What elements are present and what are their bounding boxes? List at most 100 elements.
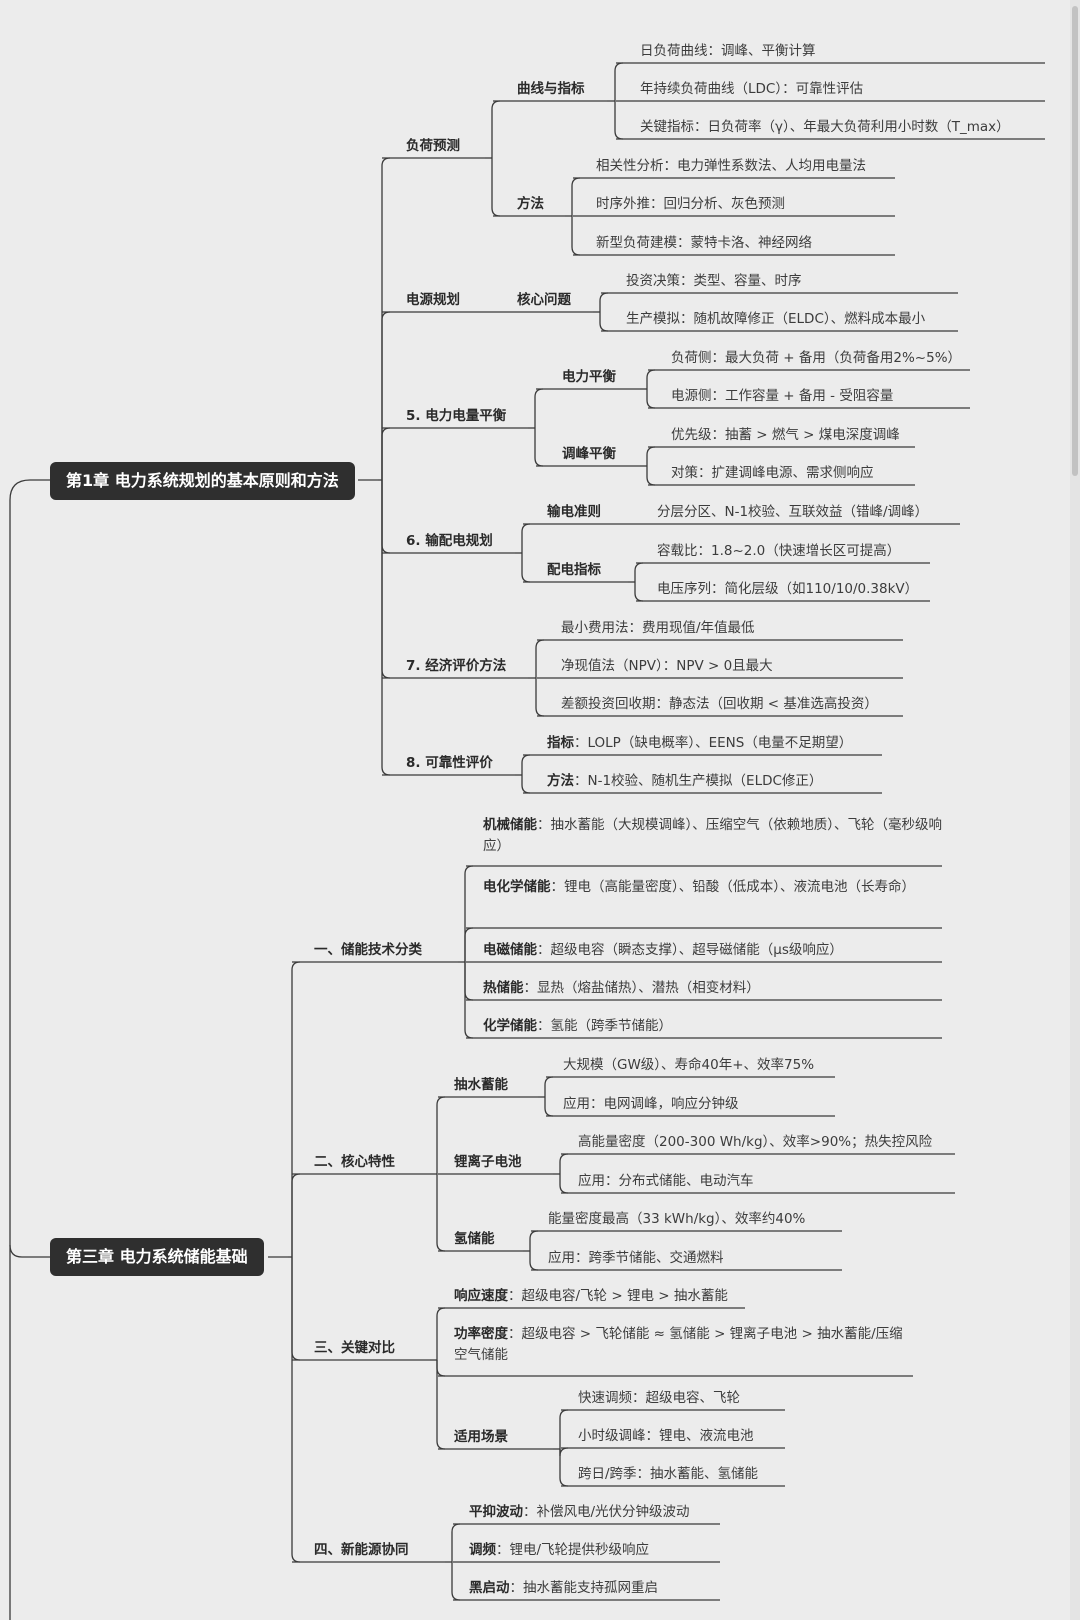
node-power-balance[interactable]: 电力平衡	[562, 369, 616, 385]
node-load-forecast[interactable]: 负荷预测	[406, 138, 460, 154]
node-peak-balance[interactable]: 调峰平衡	[562, 446, 616, 462]
leaf-key: 机械储能	[483, 817, 537, 833]
leaf-source-side: 电源侧：工作容量 + 备用 - 受阻容量	[671, 388, 894, 404]
leaf-value: 超级电容（瞬态支撑）、超导磁储能（μs级响应）	[550, 942, 843, 958]
connector-line	[291, 961, 301, 1257]
leaf-ldc: 年持续负荷曲线（LDC）：可靠性评估	[640, 81, 864, 97]
leaf-electromagnetic: 电磁储能：超级电容（瞬态支撑）、超导磁储能（μs级响应）	[483, 942, 843, 958]
connector-line	[381, 480, 391, 554]
leaf-pumped-hydro-1: 大规模（GW级）、寿命40年+、效率75%	[563, 1057, 815, 1073]
connector-line	[599, 312, 609, 332]
scrollbar-thumb[interactable]	[1072, 6, 1078, 476]
connector-line	[544, 1076, 554, 1097]
node-transmission[interactable]: 6. 输配电规划	[406, 533, 493, 549]
connector-line	[544, 1097, 554, 1117]
connector-line	[291, 1173, 301, 1257]
connector-line	[436, 1360, 446, 1450]
vertical-scrollbar[interactable]	[1070, 0, 1080, 1620]
leaf-key: 平抑波动	[469, 1504, 523, 1520]
connector-line	[464, 962, 474, 1039]
leaf-value: 补偿风电/光伏分钟级波动	[536, 1504, 690, 1520]
connector-line	[291, 1257, 301, 1361]
leaf-value: N-1校验、随机生产模拟（ELDC修正）	[587, 773, 823, 789]
leaf-value: 抽水蓄能（大规模调峰）、压缩空气（依赖地质）、飞轮（毫秒级响应）	[483, 817, 942, 854]
connector-line	[559, 1153, 569, 1174]
leaf-pumped-hydro-2: 应用：电网调峰，响应分钟级	[563, 1096, 739, 1112]
connector-line	[534, 388, 544, 428]
connector-line	[436, 1174, 446, 1252]
leaf-li-ion-2: 应用：分布式储能、电动汽车	[578, 1173, 754, 1189]
connector-line	[491, 100, 501, 158]
leaf-transmission-criteria: 分层分区、N-1校验、互联效益（错峰/调峰）	[657, 504, 929, 520]
chapter-1-root[interactable]: 第1章 电力系统规划的基本原则和方法	[50, 462, 355, 500]
leaf-daily-load-curve: 日负荷曲线：调峰、平衡计算	[640, 43, 816, 59]
leaf-thermal: 热储能：显热（熔盐储热）、潜热（相变材料）	[483, 980, 760, 996]
connector-line	[559, 1174, 569, 1194]
connector-line	[436, 1096, 446, 1174]
leaf-value: 超级电容/飞轮 > 锂电 > 抽水蓄能	[521, 1288, 728, 1304]
connector-line	[436, 1360, 446, 1377]
leaf-voltage-series: 电压序列：简化层级（如110/10/0.38kV）	[657, 581, 919, 597]
leaf-load-side: 负荷侧：最大负荷 + 备用（负荷备用2%~5%）	[671, 350, 962, 366]
connector-line	[599, 292, 609, 312]
leaf-key-indicators: 关键指标：日负荷率（γ）、年最大负荷利用小时数（T_max）	[640, 119, 1010, 135]
connector-line	[381, 157, 391, 480]
node-curves-indicators[interactable]: 曲线与指标	[517, 81, 585, 97]
connector-line	[521, 523, 531, 553]
node-li-ion[interactable]: 锂离子电池	[454, 1154, 522, 1170]
connector-line	[571, 177, 581, 216]
leaf-smoothing: 平抑波动：补偿风电/光伏分钟级波动	[469, 1504, 690, 1520]
connector-line	[646, 446, 656, 466]
connector-line	[464, 927, 474, 962]
leaf-npv: 净现值法（NPV）：NPV > 0且最大	[561, 658, 773, 674]
node-applicable-scenarios[interactable]: 适用场景	[454, 1429, 508, 1445]
leaf-value: 超级电容 > 飞轮储能 ≈ 氢储能 > 锂离子电池 > 抽水蓄能/压缩空气储能	[454, 1326, 903, 1363]
node-renewable-synergy[interactable]: 四、新能源协同	[314, 1542, 409, 1558]
connector-line	[381, 427, 391, 480]
leaf-capacity-ratio: 容载比：1.8~2.0（快速增长区可提高）	[657, 543, 901, 559]
leaf-key: 指标	[547, 735, 574, 751]
node-key-comparison[interactable]: 三、关键对比	[314, 1340, 395, 1356]
leaf-hydrogen-1: 能量密度最高（33 kWh/kg）、效率约40%	[548, 1211, 806, 1227]
node-pumped-hydro[interactable]: 抽水蓄能	[454, 1077, 508, 1093]
node-transmission-criteria[interactable]: 输电准则	[547, 504, 601, 520]
node-reliability[interactable]: 8. 可靠性评价	[406, 755, 493, 771]
connector-line	[521, 754, 531, 775]
leaf-value: LOLP（缺电概率）、EENS（电量不足期望）	[587, 735, 853, 751]
leaf-priority: 优先级：抽蓄 > 燃气 > 煤电深度调峰	[671, 427, 900, 443]
leaf-value: 氢能（跨季节储能）	[550, 1018, 673, 1034]
leaf-hourly-peak: 小时级调峰：锂电、液流电池	[578, 1428, 754, 1444]
leaf-fast-freq: 快速调频：超级电容、飞轮	[578, 1390, 740, 1406]
leaf-countermeasures: 对策：扩建调峰电源、需求侧响应	[671, 465, 874, 481]
leaf-hydrogen-2: 应用：跨季节储能、交通燃料	[548, 1250, 724, 1266]
leaf-reliability-indicators: 指标：LOLP（缺电概率）、EENS（电量不足期望）	[547, 735, 853, 751]
leaf-chemical: 化学储能：氢能（跨季节储能）	[483, 1018, 673, 1034]
node-methods[interactable]: 方法	[517, 196, 544, 212]
node-balance[interactable]: 5. 电力电量平衡	[406, 408, 507, 424]
leaf-payback: 差额投资回收期：静态法（回收期 < 基准选高投资）	[561, 696, 878, 712]
leaf-value: 锂电（高能量密度）、铅酸（低成本）、液流电池（长寿命）	[564, 879, 915, 895]
connector-line	[614, 62, 624, 101]
node-economic-eval[interactable]: 7. 经济评价方法	[406, 658, 507, 674]
node-core-features[interactable]: 二、核心特性	[314, 1154, 395, 1170]
connector-line	[381, 480, 391, 679]
connector-line	[571, 216, 581, 256]
leaf-key: 电磁储能	[483, 942, 537, 958]
node-hydrogen[interactable]: 氢储能	[454, 1231, 495, 1247]
node-storage-classification[interactable]: 一、储能技术分类	[314, 942, 422, 958]
leaf-correlation: 相关性分析：电力弹性系数法、人均用电量法	[596, 158, 866, 174]
connector-line	[646, 369, 656, 389]
connector-line	[451, 1562, 461, 1601]
connector-line	[646, 389, 656, 409]
node-core-issues[interactable]: 核心问题	[517, 292, 571, 308]
connector-line	[491, 158, 501, 217]
leaf-time-series: 时序外推：回归分析、灰色预测	[596, 196, 785, 212]
node-power-source-planning[interactable]: 电源规划	[406, 292, 460, 308]
chapter-3-root[interactable]: 第三章 电力系统储能基础	[50, 1238, 264, 1276]
connector-line	[464, 865, 474, 962]
leaf-value: 锂电/飞轮提供秒级响应	[509, 1542, 650, 1558]
connector-line	[559, 1447, 569, 1457]
connector-line	[451, 1523, 461, 1562]
node-distribution-indicators[interactable]: 配电指标	[547, 562, 601, 578]
